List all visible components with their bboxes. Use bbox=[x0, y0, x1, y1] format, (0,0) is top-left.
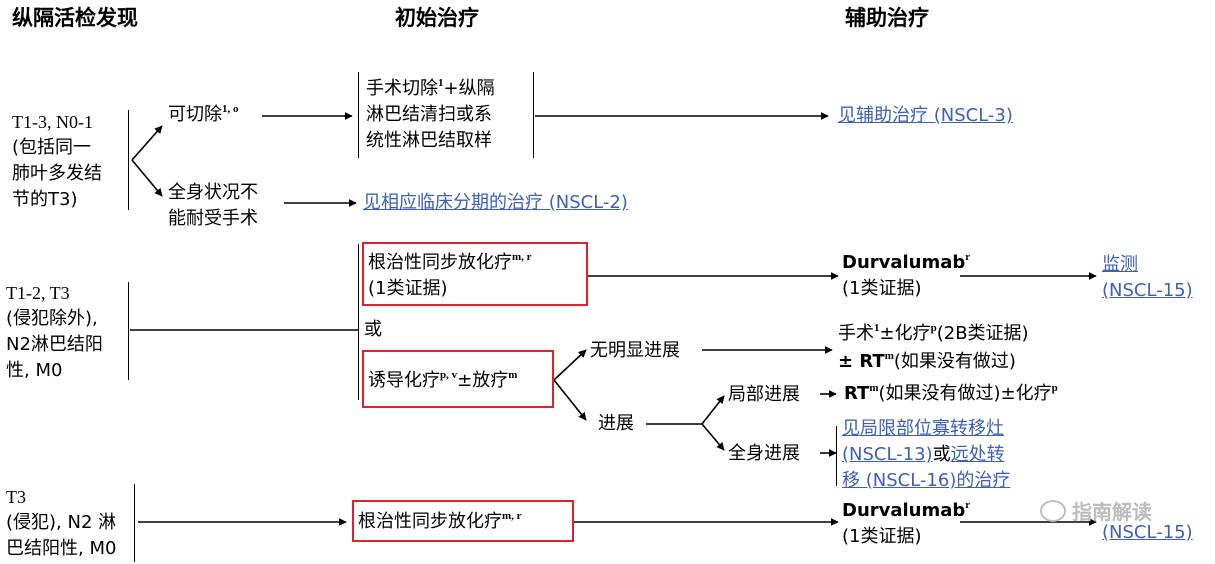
header-initial-treatment: 初始治疗 bbox=[395, 6, 479, 30]
row1-finding-line2: (包括同一 bbox=[12, 137, 92, 158]
surgery-line3: 统性淋巴结取样 bbox=[366, 130, 492, 151]
row3-finding: T3 (侵犯), N2 淋 巴结阳性, M0 bbox=[6, 487, 117, 559]
wechat-icon bbox=[1040, 500, 1066, 522]
row1-finding-line3: 肺叶多发结 bbox=[12, 163, 102, 184]
header-adjuvant-treatment: 辅助治疗 bbox=[845, 6, 929, 30]
row3-crt-option: 根治性同步放化疗m, r bbox=[358, 510, 522, 533]
row2-options-bracket bbox=[358, 244, 359, 400]
nscl13-link[interactable]: (NSCL-13) bbox=[842, 444, 933, 465]
arrow-induction-to-no-progression bbox=[553, 349, 587, 381]
surgery-bracket-right bbox=[533, 72, 534, 158]
adjuvant-link[interactable]: 见辅助治疗 (NSCL-3) bbox=[838, 105, 1013, 126]
distant-metastasis-link[interactable]: 远处转 bbox=[950, 444, 1005, 465]
row3-crt-highlight-box bbox=[352, 500, 574, 542]
surgery-option: 手术1±化疗p(2B类证据) ± RTm(如果没有做过) bbox=[838, 322, 1029, 373]
induction-highlight-box bbox=[362, 350, 554, 408]
local-progression-label: 局部进展 bbox=[728, 384, 800, 405]
induction-option: 诱导化疗p, v±放疗m bbox=[368, 369, 518, 392]
or-label: 或 bbox=[364, 319, 382, 340]
header-mediastinal-biopsy: 纵隔活检发现 bbox=[12, 6, 138, 30]
row2-finding: T1-2, T3 (侵犯除外), N2淋巴结阳 性, M0 bbox=[6, 283, 103, 381]
oligometastatic-link[interactable]: 见局限部位寡转移灶 bbox=[842, 418, 1004, 439]
no-progression-label: 无明显进展 bbox=[590, 340, 680, 361]
row1-finding-line1: T1-3, N0-1 bbox=[12, 112, 93, 132]
row1-finding: T1-3, N0-1 (包括同一 肺叶多发结 节的T3) bbox=[12, 109, 102, 213]
monitor-link[interactable]: 监测 (NSCL-15) bbox=[1102, 254, 1193, 301]
crt-option: 根治性同步放化疗m, r (1类证据) bbox=[368, 251, 532, 300]
row3-monitor-link[interactable]: (NSCL-15) bbox=[1102, 522, 1193, 543]
durvalumab-option: Durvalumabr (1类证据) bbox=[842, 251, 971, 300]
surgery-box: 手术切除1+纵隔 淋巴结清扫或系 统性淋巴结取样 bbox=[366, 76, 495, 154]
arrow-to-local-progression bbox=[701, 395, 725, 425]
systemic-bracket bbox=[836, 426, 837, 486]
systemic-progression-label: 全身进展 bbox=[728, 443, 800, 464]
progression-label: 进展 bbox=[598, 413, 634, 434]
watermark: 指南解读 bbox=[1040, 496, 1152, 525]
surgery-line2: 淋巴结清扫或系 bbox=[366, 104, 492, 125]
row3-durvalumab-option: Durvalumabr (1类证据) bbox=[842, 499, 971, 548]
arrow-to-resectable bbox=[131, 125, 163, 161]
row1-divider bbox=[128, 110, 129, 210]
arrow-induction-to-progression bbox=[553, 379, 587, 421]
nscl16-link[interactable]: 移 (NSCL-16)的治疗 bbox=[842, 470, 1011, 491]
row1-finding-line4: 节的T3) bbox=[12, 189, 78, 210]
intolerant-label: 全身状况不 能耐受手术 bbox=[168, 182, 258, 229]
crt-highlight-box bbox=[362, 242, 588, 306]
arrow-to-intolerant bbox=[131, 159, 163, 197]
local-rt-option: RTm(如果没有做过)±化疗p bbox=[844, 382, 1058, 405]
systemic-options: 见局限部位寡转移灶 (NSCL-13)或远处转 移 (NSCL-16)的治疗 bbox=[842, 416, 1010, 494]
arrow-to-systemic-progression bbox=[701, 423, 725, 451]
surgery-text: 手术切除 bbox=[366, 78, 438, 99]
stage-treatment-link[interactable]: 见相应临床分期的治疗 (NSCL-2) bbox=[363, 192, 628, 213]
surgery-bracket-left bbox=[358, 72, 359, 158]
row2-divider bbox=[128, 282, 129, 380]
row3-divider bbox=[134, 484, 135, 562]
resectable-label: 可切除1, o bbox=[168, 103, 239, 126]
